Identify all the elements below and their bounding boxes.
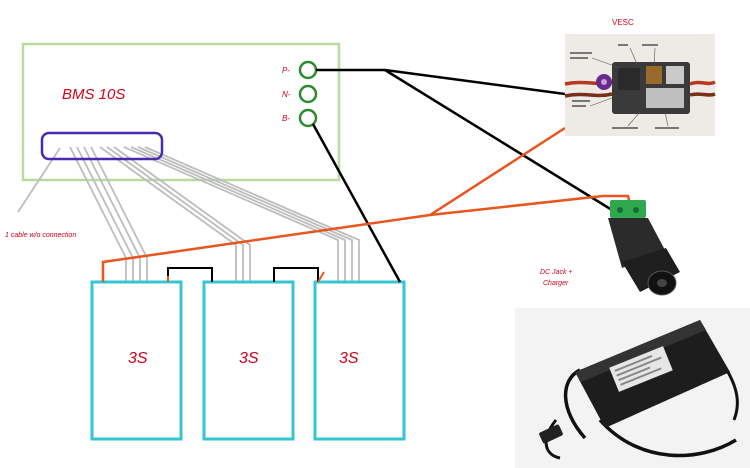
wire-positive-main bbox=[101, 126, 566, 282]
bms-title: BMS 10S bbox=[62, 86, 126, 103]
dc-jack-connector-icon bbox=[608, 200, 680, 296]
balance-wires bbox=[17, 146, 360, 282]
wire-p-minus-to-jack bbox=[384, 68, 613, 212]
dc-jack-note-line1: DC Jack + bbox=[540, 269, 573, 276]
terminal-label-n-minus: N- bbox=[282, 90, 291, 99]
dc-jack-note-line2: Charger bbox=[543, 280, 569, 287]
unconnected-cable-note: 1 cable w/o connection bbox=[5, 232, 77, 239]
series-link-2-3 bbox=[273, 267, 319, 282]
battery-pack-2 bbox=[202, 280, 295, 441]
terminal-p-minus bbox=[298, 60, 318, 80]
series-link-accent-2 bbox=[317, 271, 325, 283]
battery-pack-3 bbox=[313, 280, 406, 441]
esc-board-photo-icon bbox=[564, 34, 716, 136]
terminal-label-b-minus: B- bbox=[282, 114, 290, 123]
wire-b-minus-to-pack bbox=[311, 123, 402, 283]
power-adapter-icon bbox=[515, 308, 750, 468]
battery-pack-1 bbox=[90, 280, 183, 441]
terminal-b-minus bbox=[298, 108, 318, 128]
series-link-1-2 bbox=[167, 267, 213, 282]
balance-connector bbox=[40, 131, 164, 161]
terminal-n-minus bbox=[298, 84, 318, 104]
vesc-title: VESC bbox=[612, 18, 634, 27]
terminal-label-p-minus: P- bbox=[282, 66, 290, 75]
wire-p-minus-to-vesc bbox=[316, 68, 566, 96]
pack-label-2: 3S bbox=[239, 350, 259, 367]
wire-positive-to-jack bbox=[429, 194, 634, 217]
bms-board bbox=[21, 42, 341, 182]
pack-label-1: 3S bbox=[128, 350, 148, 367]
pack-label-3: 3S bbox=[339, 350, 359, 367]
